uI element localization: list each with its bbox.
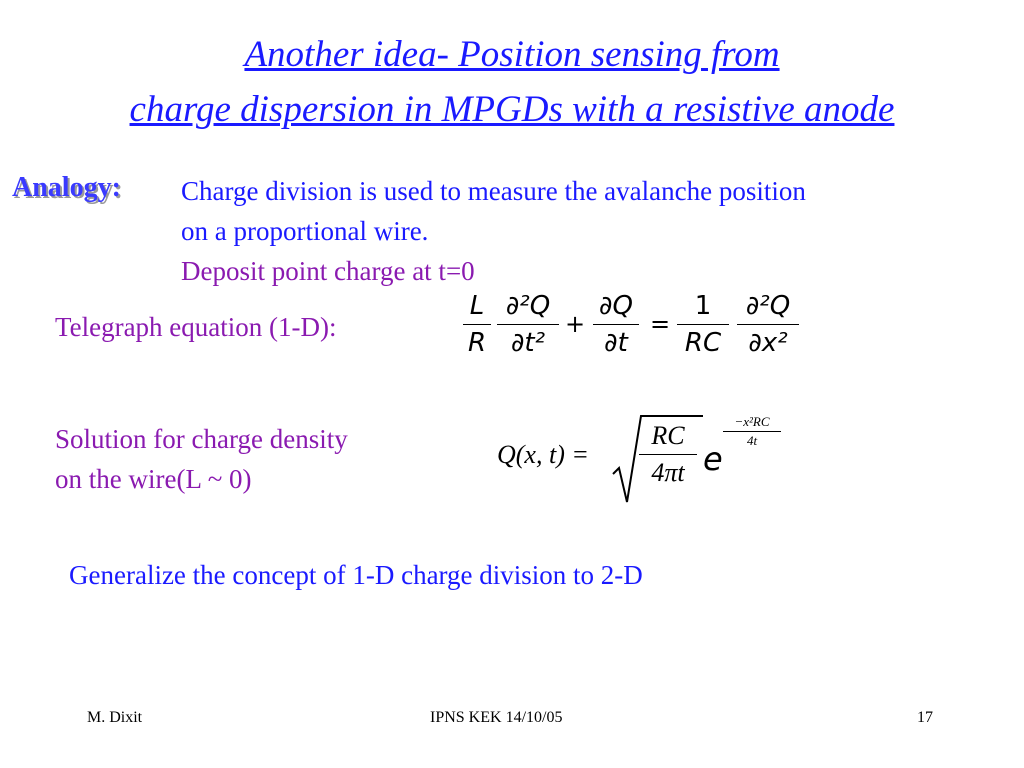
frac-denominator: ∂x² [748, 328, 788, 358]
analogy-text-line-2: on a proportional wire. [181, 216, 429, 246]
frac-numerator: 1 [694, 291, 712, 321]
exponential-base: e [703, 440, 723, 478]
exponent-fraction: −x²RC 4t [723, 414, 781, 449]
telegraph-equation: L R ∂²Q ∂t² + ∂Q ∂t = 1 RC ∂²Q ∂x² [455, 290, 815, 370]
frac-l-over-r: L R [463, 290, 491, 359]
frac-numerator: L [469, 291, 485, 321]
footer-author: M. Dixit [87, 709, 143, 726]
equals-sign: = [650, 310, 671, 338]
frac-numerator: ∂Q [599, 291, 633, 321]
solution-text-line-2: on the wire(L ~ 0) [55, 464, 252, 494]
solution-lhs: Q(x, t) = [497, 440, 589, 469]
frac-denominator: 4πt [651, 458, 685, 487]
frac-numerator: ∂²Q [745, 291, 791, 321]
frac-numerator: ∂²Q [505, 291, 551, 321]
footer-page-number: 17 [917, 709, 933, 726]
footer-event: IPNS KEK 14/10/05 [430, 709, 563, 726]
frac-d2q-dt2: ∂²Q ∂t² [497, 290, 559, 359]
slide-title-line-1: Another idea- Position sensing from [244, 34, 780, 75]
analogy-text-line-1: Charge division is used to measure the a… [181, 176, 806, 206]
analogy-label: Analogy: [12, 172, 121, 203]
plus-sign: + [565, 310, 586, 338]
generalize-text: Generalize the concept of 1-D charge div… [69, 560, 643, 590]
frac-d2q-dx2: ∂²Q ∂x² [737, 290, 799, 359]
solution-equation: Q(x, t) = RC 4πt e −x²RC 4t [497, 410, 797, 510]
frac-denominator: ∂t² [510, 328, 546, 358]
frac-1-over-rc: 1 RC [677, 290, 729, 359]
analogy-text-line-3: Deposit point charge at t=0 [181, 256, 475, 286]
sqrt-radical-icon [612, 415, 703, 503]
frac-dq-dt: ∂Q ∂t [593, 290, 639, 359]
frac-numerator: −x²RC [734, 414, 770, 429]
frac-denominator: R [467, 328, 487, 358]
frac-denominator: 4t [746, 433, 758, 448]
frac-numerator: RC [651, 421, 685, 450]
frac-denominator: ∂t [604, 328, 628, 358]
sqrt-fraction: RC 4πt [639, 420, 697, 489]
frac-denominator: RC [684, 328, 722, 358]
slide-title-line-2: charge dispersion in MPGDs with a resist… [129, 89, 895, 130]
solution-text-line-1: Solution for charge density [55, 424, 348, 454]
telegraph-label: Telegraph equation (1-D): [55, 312, 337, 342]
